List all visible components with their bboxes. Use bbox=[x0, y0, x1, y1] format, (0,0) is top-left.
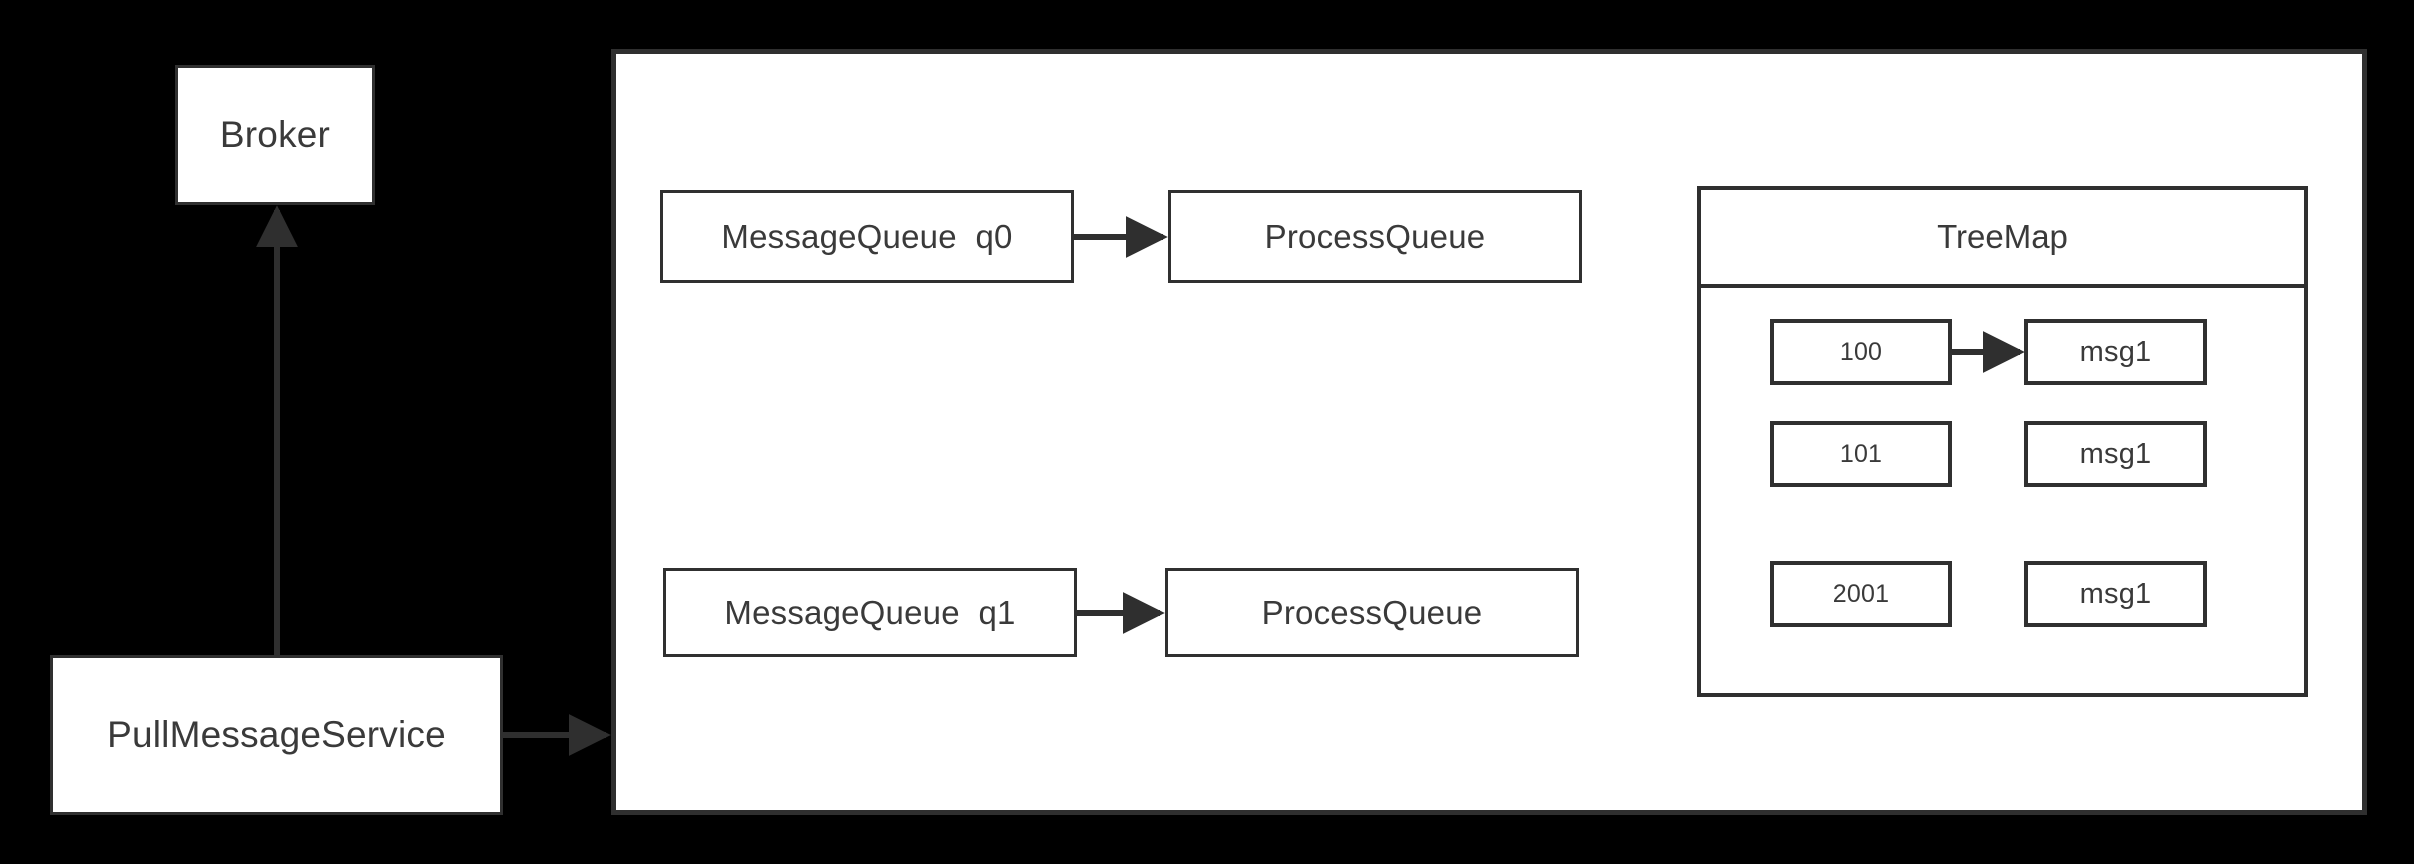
process-queue-q1-node[interactable]: ProcessQueue bbox=[1165, 568, 1579, 657]
pull-message-service-node[interactable]: PullMessageService bbox=[50, 655, 503, 815]
broker-node[interactable]: Broker bbox=[175, 65, 375, 205]
message-queue-q0-node[interactable]: MessageQueue q0 bbox=[660, 190, 1074, 283]
treemap-value-2[interactable]: msg1 bbox=[2024, 561, 2207, 627]
treemap-key-1[interactable]: 101 bbox=[1770, 421, 1952, 487]
treemap-key-2[interactable]: 2001 bbox=[1770, 561, 1952, 627]
treemap-key-0[interactable]: 100 bbox=[1770, 319, 1952, 385]
treemap-value-0[interactable]: msg1 bbox=[2024, 319, 2207, 385]
message-queue-q1-node[interactable]: MessageQueue q1 bbox=[663, 568, 1077, 657]
process-queue-q0-node[interactable]: ProcessQueue bbox=[1168, 190, 1582, 283]
treemap-title: TreeMap bbox=[1701, 190, 2304, 288]
treemap-value-1[interactable]: msg1 bbox=[2024, 421, 2207, 487]
